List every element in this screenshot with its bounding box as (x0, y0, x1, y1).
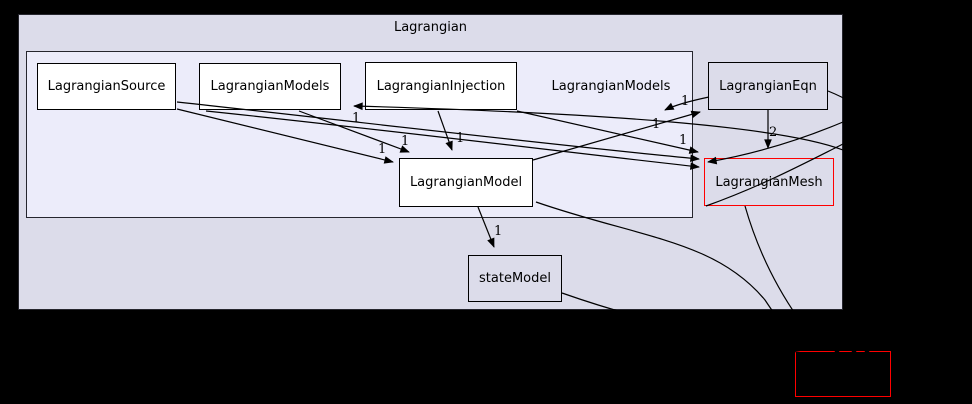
node-lagrangianeqn[interactable]: LagrangianEqn (708, 62, 828, 110)
inner-cluster-label[interactable]: LagrangianModels (551, 79, 671, 94)
edge-label: 1 (679, 133, 688, 148)
node-statemodel[interactable]: stateModel (468, 255, 562, 302)
edge-label: 1 (652, 117, 661, 132)
outer-cluster-label[interactable]: Lagrangian (393, 20, 468, 35)
edge-label: 2 (769, 125, 778, 140)
edge-label: 1 (494, 224, 503, 239)
node-lagrangiansource[interactable]: LagrangianSource (37, 63, 176, 110)
node-lagrangianinjection[interactable]: LagrangianInjection (365, 62, 517, 110)
node-clipped[interactable] (795, 351, 891, 397)
node-lagrangianmesh[interactable]: LagrangianMesh (704, 158, 834, 206)
edge-label: 1 (456, 131, 465, 146)
node-lagrangianmodels[interactable]: LagrangianModels (199, 63, 341, 110)
edge-label: 1 (352, 111, 361, 126)
node-lagrangianmodel[interactable]: LagrangianModel (399, 158, 533, 207)
edge-label: 1 (681, 94, 690, 109)
edge-label: 1 (401, 134, 410, 149)
edge-label: 1 (378, 142, 387, 157)
